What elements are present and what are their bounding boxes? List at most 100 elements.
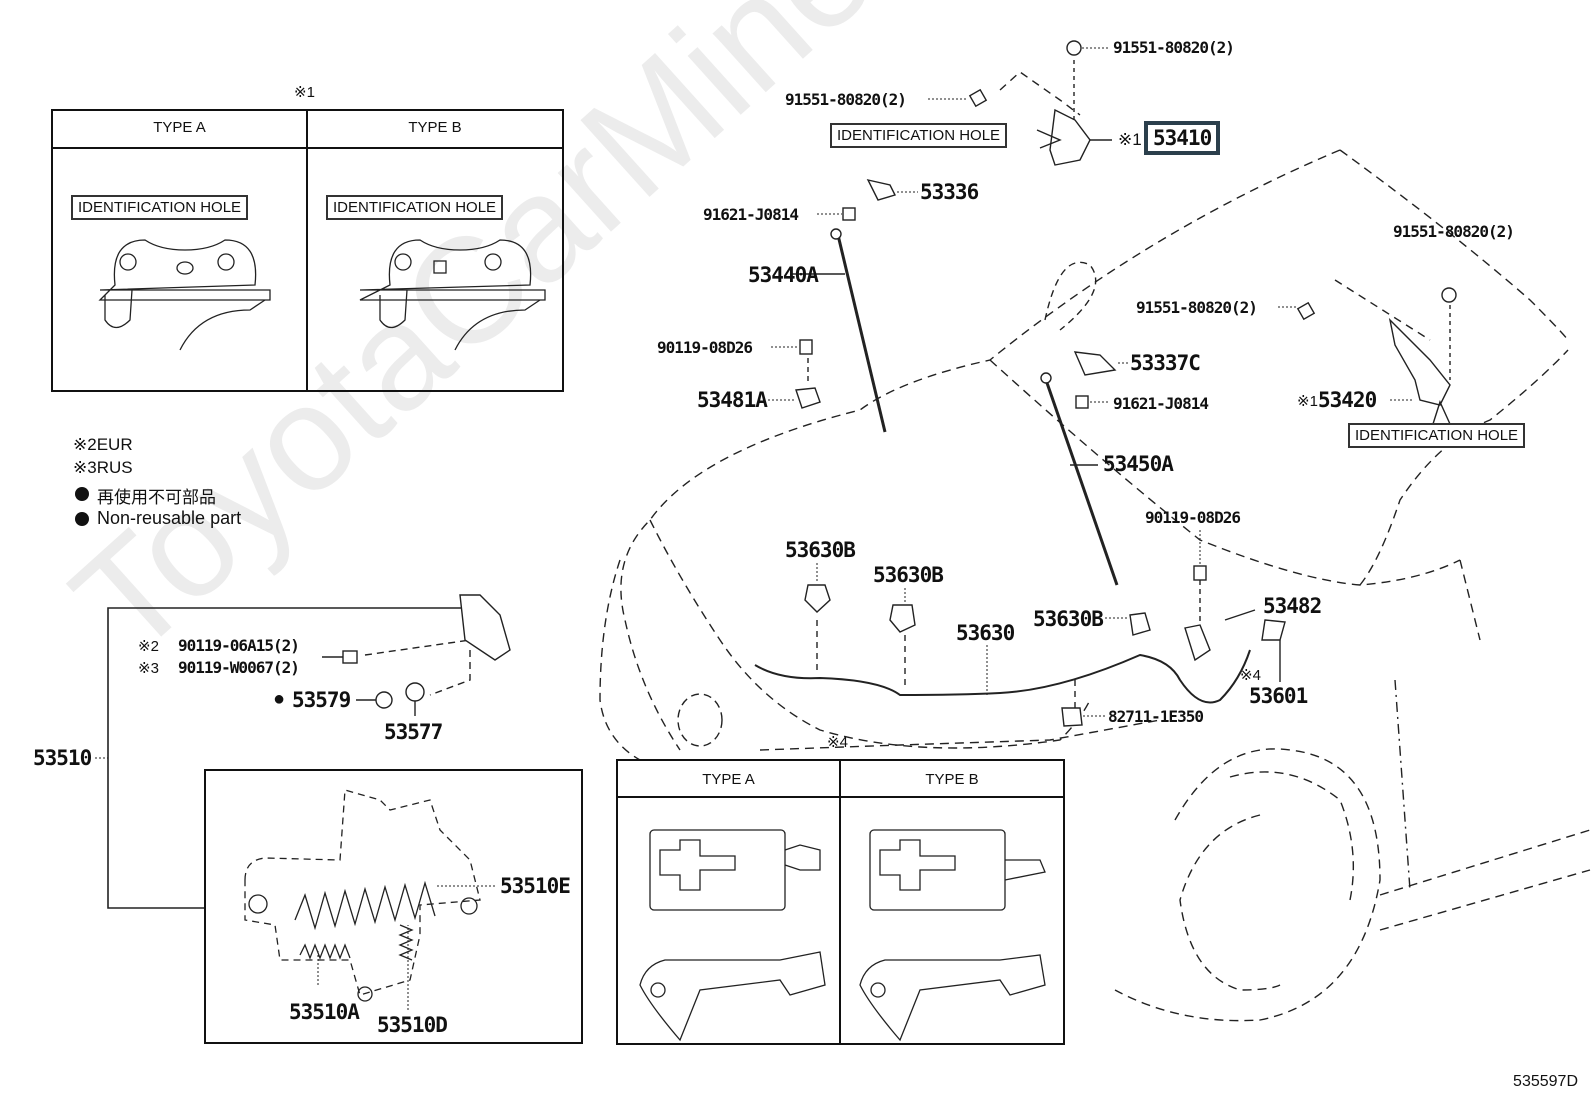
bolt-91551-right-top [1441,287,1457,303]
part-label-91551-80820-left[interactable]: 91551-80820(2) [785,90,907,109]
part-label-91621-j0814-a[interactable]: 91621-J0814 [703,205,799,224]
wheel-arch-outer [1114,748,1381,1022]
part-label-90119-w0067[interactable]: 90119-W0067(2) [178,658,300,677]
hinge-table-note: ※1 [294,84,315,101]
release-cable [754,649,1251,704]
bolt-90119-b [1193,565,1207,581]
lock-53510-part [459,594,511,661]
part-label-53510[interactable]: 53510 [33,746,92,770]
legend-marker: ※3 [73,458,97,477]
legend-item-non-reusable-jp: 再使用不可部品 [97,488,216,507]
bracket-53482-part [1184,624,1211,662]
part-label-53579[interactable]: 53579 [292,688,351,712]
identification-hole-label-53410: IDENTIFICATION HOLE [830,123,1008,148]
part-note-53410: ※1 [1118,130,1142,149]
bumper-left [599,559,641,761]
part-label-53510a[interactable]: 53510A [289,1000,360,1024]
part-label-53601[interactable]: 53601 [1249,684,1308,708]
clip-53630B-a [804,584,831,613]
bolt-91551-right-mid [1296,301,1316,321]
door-line [1394,679,1411,891]
identification-hole-label-53420: IDENTIFICATION HOLE [1348,423,1526,448]
strut-end-a [830,228,842,240]
cable-note: ※4 [827,734,848,751]
part-label-53336[interactable]: 53336 [920,180,979,204]
bracket-53337C-part [1073,351,1117,376]
bracket-53481A-part [795,387,821,409]
bolt-90119-06A15 [342,650,358,664]
part-label-53450a[interactable]: 53450A [1103,452,1174,476]
part-label-53337c[interactable]: 53337C [1130,351,1201,375]
hinge-left-dash [999,71,1081,116]
hinge-table-header-type-b: TYPE B [408,119,462,136]
part-label-53420[interactable]: 53420 [1318,388,1377,412]
hinge-type-b-drawing [359,239,546,301]
bolt-91551-top [1066,40,1082,56]
legend-item-rus: ※3RUS [73,458,133,478]
body-side-line [1379,829,1591,896]
non-reusable-dot-2 [75,512,89,526]
identification-hole-label-type-a: IDENTIFICATION HOLE [71,195,249,220]
hinge-right-dash [1334,279,1431,341]
a-pillar [1459,559,1481,641]
part-label-90119-08d26-a[interactable]: 90119-08D26 [657,338,753,357]
part-label-53630b-a[interactable]: 53630B [785,538,856,562]
part-label-91551-80820-right-mid[interactable]: 91551-80820(2) [1136,298,1258,317]
cowl-arc [1044,261,1097,331]
lever-a-top [649,829,786,911]
part-label-91551-80820-right-top[interactable]: 91551-80820(2) [1393,222,1515,241]
part-label-53630b-b[interactable]: 53630B [873,563,944,587]
bolt-91621-b [1075,395,1089,409]
handle-53601-part [1261,619,1286,641]
strut-53440A [836,234,887,433]
part-label-53510e[interactable]: 53510E [500,874,571,898]
part-label-53482[interactable]: 53482 [1263,594,1322,618]
spring-53510A [299,943,351,960]
part-label-53630[interactable]: 53630 [956,621,1015,645]
spring-53510E [294,880,436,931]
headlight-arc [649,519,1091,749]
non-reusable-marker-53579: ● [273,688,286,710]
part-label-53481a[interactable]: 53481A [697,388,768,412]
legend-marker: ※2 [73,435,97,454]
hole-oval [176,261,194,275]
identification-hole-label-type-b: IDENTIFICATION HOLE [326,195,504,220]
cushion-53577-part [405,682,425,702]
hood-outline [620,149,1341,751]
spring-53510D [398,924,414,961]
part-note-90119-06a15: ※2 [138,638,159,655]
lock-callout-frame [107,607,470,909]
part-note-90119-w0067: ※3 [138,660,159,677]
bracket-53336-part [866,178,897,201]
part-label-53410-highlighted[interactable]: 53410 [1144,121,1221,155]
part-label-90119-06a15[interactable]: 90119-06A15(2) [178,636,300,655]
part-label-53630b-c[interactable]: 53630B [1033,607,1104,631]
part-label-91551-80820-top[interactable]: 91551-80820(2) [1113,38,1235,57]
part-note-53601: ※4 [1240,667,1261,684]
part-label-82711-1e350[interactable]: 82711-1E350 [1108,707,1204,726]
bolt-91621-a [842,207,856,221]
lever-b-side [859,954,1046,1042]
latch-detail-drawing [244,789,481,996]
latch-detail-border [204,769,583,1044]
lever-a-side [639,951,826,1042]
body-side-line-2 [1379,869,1591,931]
part-note-53420: ※1 [1297,393,1318,410]
bumper-lower [759,719,1161,751]
bolt-91551-left [968,88,988,108]
part-label-53510d[interactable]: 53510D [377,1013,448,1037]
bolt-90119-a [799,339,813,355]
wheel-inner [1179,814,1281,991]
strut-53450A [1044,379,1119,586]
legend-text: RUS [96,458,133,477]
clip-53630B-c [1129,612,1151,636]
clip-53630B-b [889,604,916,633]
part-label-53440a[interactable]: 53440A [748,263,819,287]
part-label-53577[interactable]: 53577 [384,720,443,744]
hinge-type-a-drawing [98,239,271,301]
windshield-line [989,359,1461,586]
part-label-91621-j0814-b[interactable]: 91621-J0814 [1113,394,1209,413]
part-label-90119-08d26-b[interactable]: 90119-08D26 [1145,508,1241,527]
